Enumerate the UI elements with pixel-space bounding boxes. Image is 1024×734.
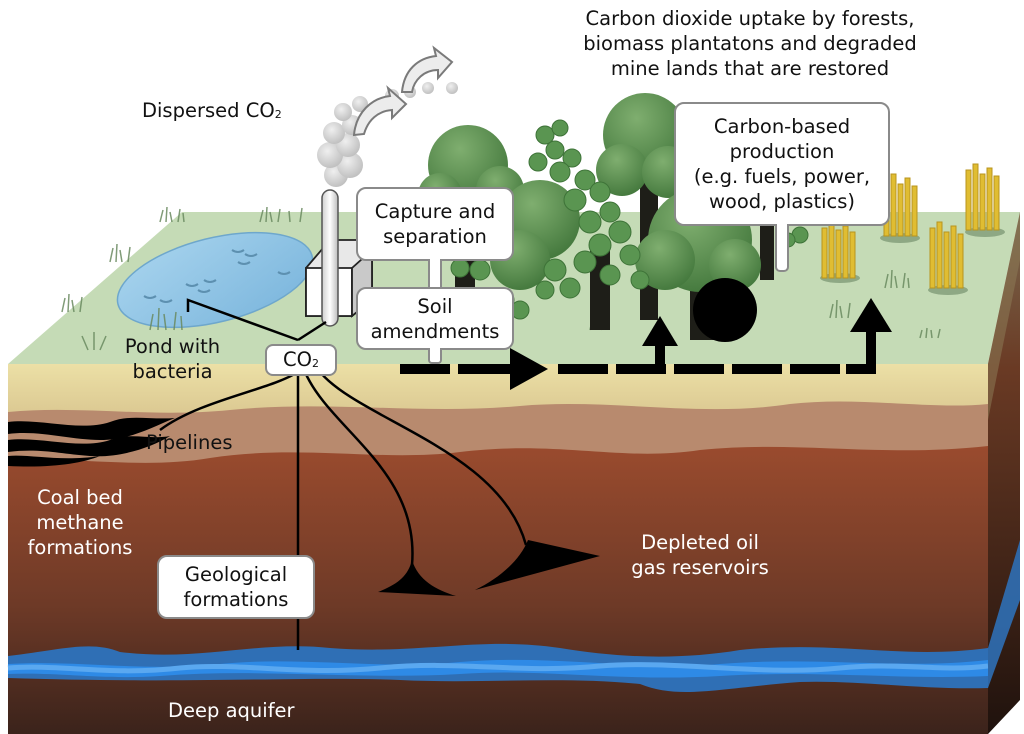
soil-line: amendments [370,319,500,343]
line-to-depleted-1 [303,371,414,566]
callout-capture-stem [428,259,442,289]
depleted-line: Depleted oil [641,531,759,554]
side-sand [988,212,1020,420]
deep-aquifer-text: Deep aquifer [168,699,295,722]
callout-production-stem [775,224,789,272]
line-to-depleted-2 [319,371,528,546]
geological-line: formations [183,588,289,611]
chimney [321,189,339,327]
deep-aquifer-water [7,540,1020,692]
pond-line: bacteria [132,360,213,383]
production-line: wood, plastics) [708,190,856,213]
pond-with-bacteria [116,231,314,329]
line-chimney-to-node [297,320,327,342]
callout-capture-separation: Capture and separation [356,187,514,261]
depleted-line: gas reservoirs [631,556,769,579]
soil-line: Soil [417,294,453,318]
pipelines [8,417,175,467]
production-line: Carbon-based [713,115,851,138]
geological-line: Geological [184,563,288,586]
production-line: production [729,140,835,163]
co2-flow-lines [159,298,528,650]
callout-geological-formations: Geological formations [157,555,315,619]
caption-carbon-uptake: Carbon dioxide uptake by forests, biomas… [520,6,980,81]
callout-soil-amendments: Soil amendments [356,287,514,350]
label-pipelines: Pipelines [146,430,232,455]
soil-carbon-flow-arrow [400,298,892,390]
label-dispersed-co2: Dispersed CO2 [142,98,282,127]
label-deep-aquifer: Deep aquifer [168,698,295,723]
dispersed-co2-text: Dispersed CO [142,99,275,122]
pond-line: Pond with [124,335,221,358]
caption-line: mine lands that are restored [610,57,890,80]
capture-line: separation [383,225,487,248]
pipelines-text: Pipelines [146,431,233,454]
callout-soil-stem [428,348,442,364]
caption-line: biomass plantatons and degraded [583,32,917,55]
caption-line: Carbon dioxide uptake by forests, [585,7,915,30]
line-to-pipelines [159,370,299,432]
line-node-to-pond [186,298,299,342]
callout-carbon-based-production: Carbon-based production (e.g. fuels, pow… [674,102,890,226]
label-pond-with-bacteria: Pond with bacteria [105,334,240,384]
subscript: 2 [274,108,282,121]
co2-text: CO [283,348,312,371]
coal-bed-line: Coal bed [37,486,123,509]
dispersal-arrows [352,45,454,137]
coal-bed-line: methane [36,511,124,534]
capture-line: Capture and [374,200,496,223]
subscript: 2 [311,357,319,370]
reservoir-arrowheads [378,540,600,596]
rock-layer [8,446,988,734]
co2-hub-node: CO2 [265,344,337,376]
label-coal-bed-methane: Coal bed methane formations [10,485,150,560]
coal-bed-line: formations [27,536,133,559]
production-line: (e.g. fuels, power, [693,165,871,188]
label-depleted-reservoirs: Depleted oil gas reservoirs [610,530,790,580]
